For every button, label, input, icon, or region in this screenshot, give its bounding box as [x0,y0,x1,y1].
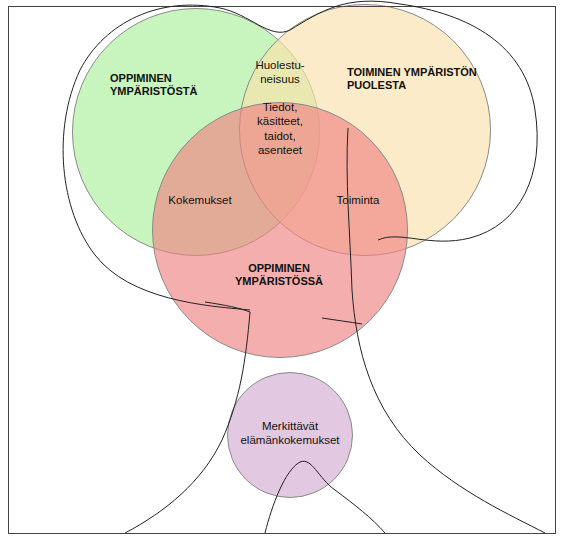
overlap-label: Toiminta [318,193,398,207]
circle-heading: TOIMINEN YMPÄRISTÖN PUOLESTA [347,66,487,92]
overlap-label: Huolestu- neisuus [249,58,311,87]
overlap-label: Kokemukset [155,193,245,207]
circle-heading: OPPIMINEN YMPÄRISTÖSSÄ [214,262,344,288]
overlap-label: Tiedot, käsitteet, taidot, asenteet [249,100,311,158]
circle-shape [228,373,353,498]
canopy-outline [63,1,537,310]
circle-node: Merkittävät elämänkokemukset [227,372,353,498]
circle-heading: Merkittävät elämänkokemukset [231,420,349,448]
circle-heading: OPPIMINEN YMPÄRISTÖSTÄ [110,72,210,98]
